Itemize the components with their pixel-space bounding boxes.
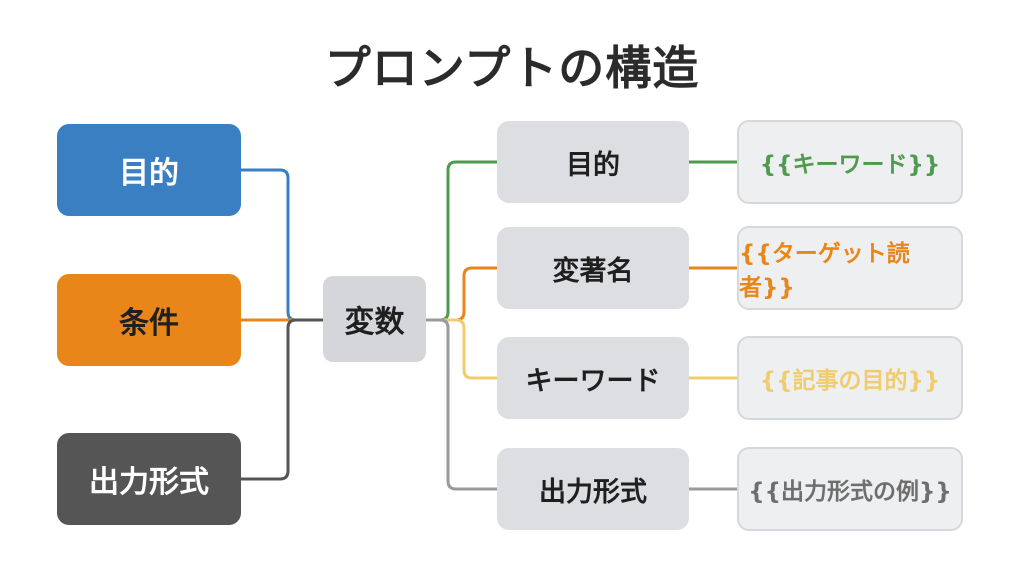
variable-name-author: 変著名 (497, 227, 689, 309)
diagram-title: プロンプトの構造 (324, 41, 700, 95)
variable-value-keyword: {{キーワード}} (737, 120, 963, 204)
connector-variables-to-keyword (426, 318, 497, 380)
left-node-output-format: 出力形式 (57, 433, 241, 525)
variable-value-article-purpose: {{記事の目的}} (737, 336, 963, 420)
variable-name-purpose: 目的 (497, 121, 689, 203)
connector-output-format-to-variables (241, 318, 323, 481)
center-node-variables: 変数 (323, 276, 426, 362)
connector-purpose-to-variables (241, 168, 323, 322)
left-node-purpose: 目的 (57, 124, 241, 216)
variable-value-output-example: {{出力形式の例}} (737, 447, 963, 531)
connector-variables-to-output-format (426, 318, 497, 491)
variable-value-target-reader: {{ターゲット読者}} (737, 226, 963, 310)
left-node-conditions: 条件 (57, 274, 241, 366)
connector-variables-to-purpose (426, 160, 497, 322)
variable-name-keyword: キーワード (497, 337, 689, 419)
connector-variables-to-name (426, 266, 497, 322)
variable-name-output-format: 出力形式 (497, 448, 689, 530)
